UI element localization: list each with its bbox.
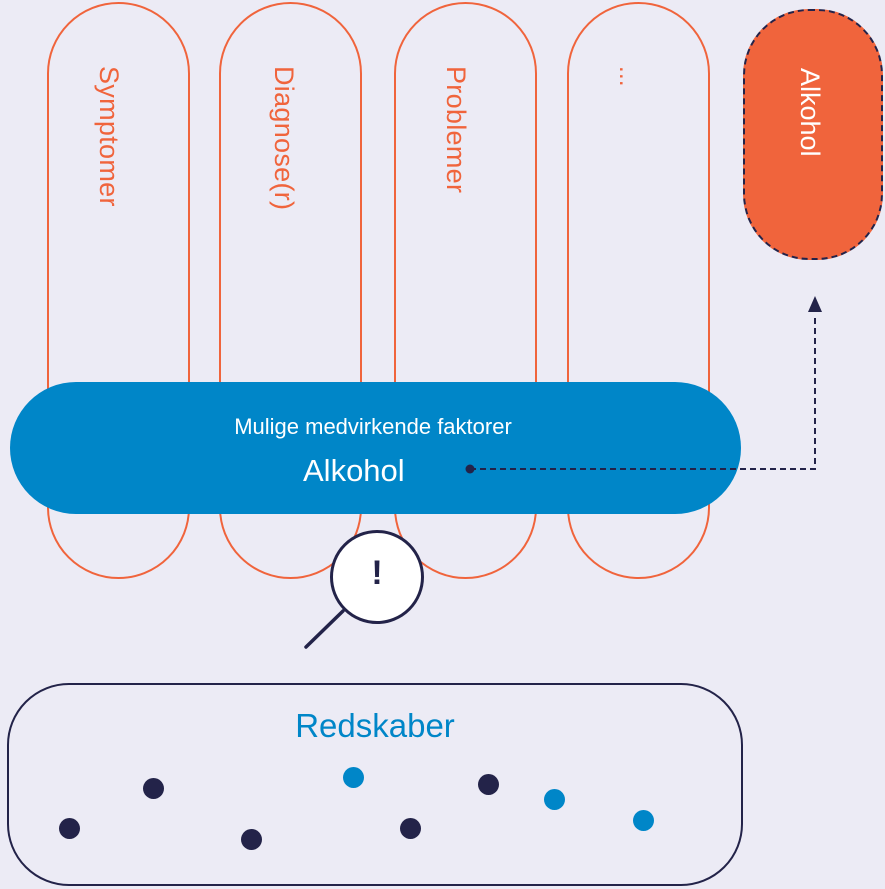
tool-dot <box>143 778 164 799</box>
pillar-label-problemer: Problemer <box>441 66 471 194</box>
arrowhead-icon <box>808 296 822 312</box>
tools-box <box>7 683 743 886</box>
factor-value: Alkohol <box>303 453 405 488</box>
pillar-label-symptomer: Symptomer <box>94 66 124 207</box>
pillar-diagnoser <box>219 2 362 579</box>
magnifier-lens <box>330 530 424 624</box>
tool-dot <box>544 789 565 810</box>
highlight-pillar-alkohol <box>743 9 883 260</box>
tool-dot <box>400 818 421 839</box>
connector-line <box>470 315 816 470</box>
magnifier-handle <box>304 609 345 649</box>
factor-title: Mulige medvirkende faktorer <box>234 414 512 439</box>
pillar-label-diagnoser: Diagnose(r) <box>269 66 299 211</box>
tool-dot <box>241 829 262 850</box>
pillar-symptomer <box>47 2 190 579</box>
pillar-label-more: ... <box>614 66 641 87</box>
pillar-problemer <box>394 2 537 579</box>
exclamation-icon: ! <box>371 554 383 592</box>
tool-dot <box>343 767 364 788</box>
factor-bar <box>10 382 741 514</box>
tool-dot <box>478 774 499 795</box>
pillar-more <box>567 2 710 579</box>
tool-dot <box>59 818 80 839</box>
tools-title: Redskaber <box>295 707 455 744</box>
tool-dot <box>633 810 654 831</box>
highlight-label: Alkohol <box>795 68 825 157</box>
